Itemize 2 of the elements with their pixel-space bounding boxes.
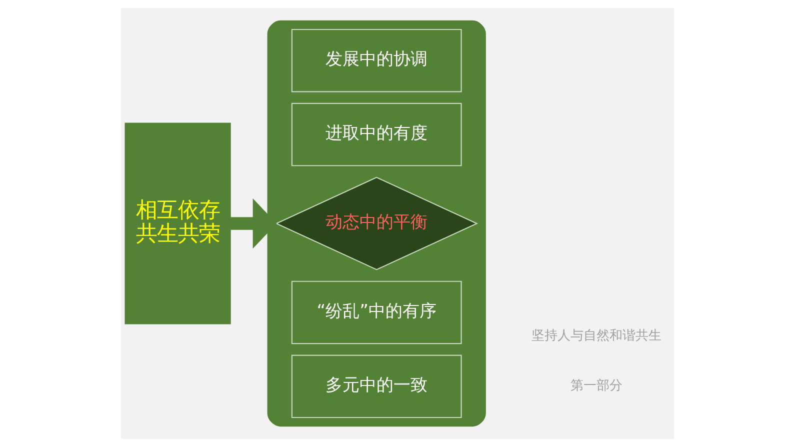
label: 坚持人与自然和谐共生 (530, 328, 661, 344)
label: 第一部分 (570, 378, 622, 394)
